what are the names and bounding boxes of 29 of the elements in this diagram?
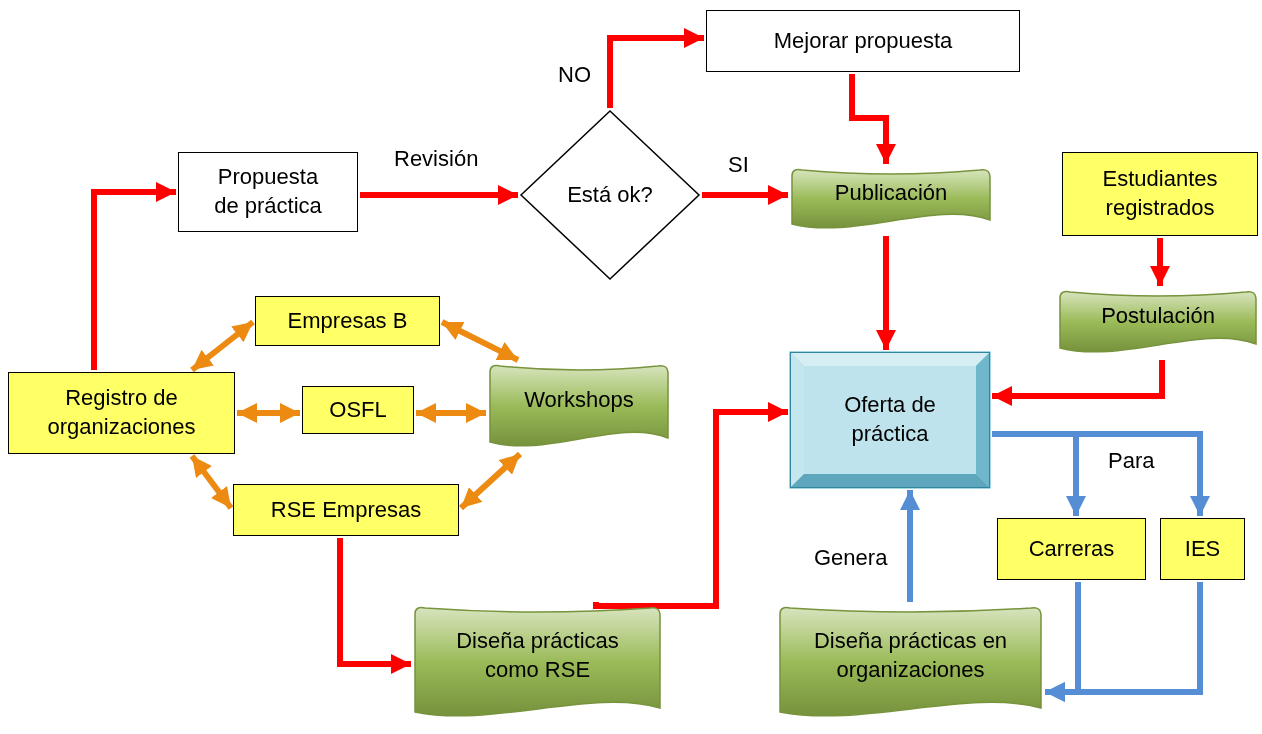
- arrow: [593, 402, 788, 609]
- arrow: [1150, 238, 1170, 286]
- arrow: [440, 319, 520, 363]
- process-box: Estudiantes registrados: [1062, 152, 1258, 236]
- process-box: Propuesta de práctica: [178, 152, 358, 232]
- arrow: [992, 360, 1165, 406]
- decision-diamond: Está ok?: [520, 110, 700, 280]
- process-box: Mejorar propuesta: [706, 10, 1020, 72]
- process-box: OSFL: [302, 386, 414, 434]
- arrow: [189, 454, 234, 510]
- bevel-box: Oferta de práctica: [790, 352, 990, 488]
- arrow: [416, 403, 486, 423]
- process-box: Registro de organizaciones: [8, 372, 235, 454]
- arrow: [91, 182, 176, 370]
- arrow: [360, 185, 518, 205]
- arrow: [900, 490, 920, 602]
- arrow: [1045, 582, 1203, 702]
- process-box: IES: [1160, 518, 1245, 580]
- arrow: [607, 28, 704, 108]
- arrow: [876, 236, 896, 350]
- process-box: Empresas B: [255, 296, 440, 346]
- arrow: [337, 538, 411, 674]
- arrow: [190, 319, 255, 373]
- process-box: RSE Empresas: [233, 484, 459, 536]
- arrow: [849, 74, 896, 164]
- arrow: [237, 403, 300, 423]
- arrow: [458, 451, 523, 511]
- arrow: [702, 185, 788, 205]
- process-box: Carreras: [997, 518, 1146, 580]
